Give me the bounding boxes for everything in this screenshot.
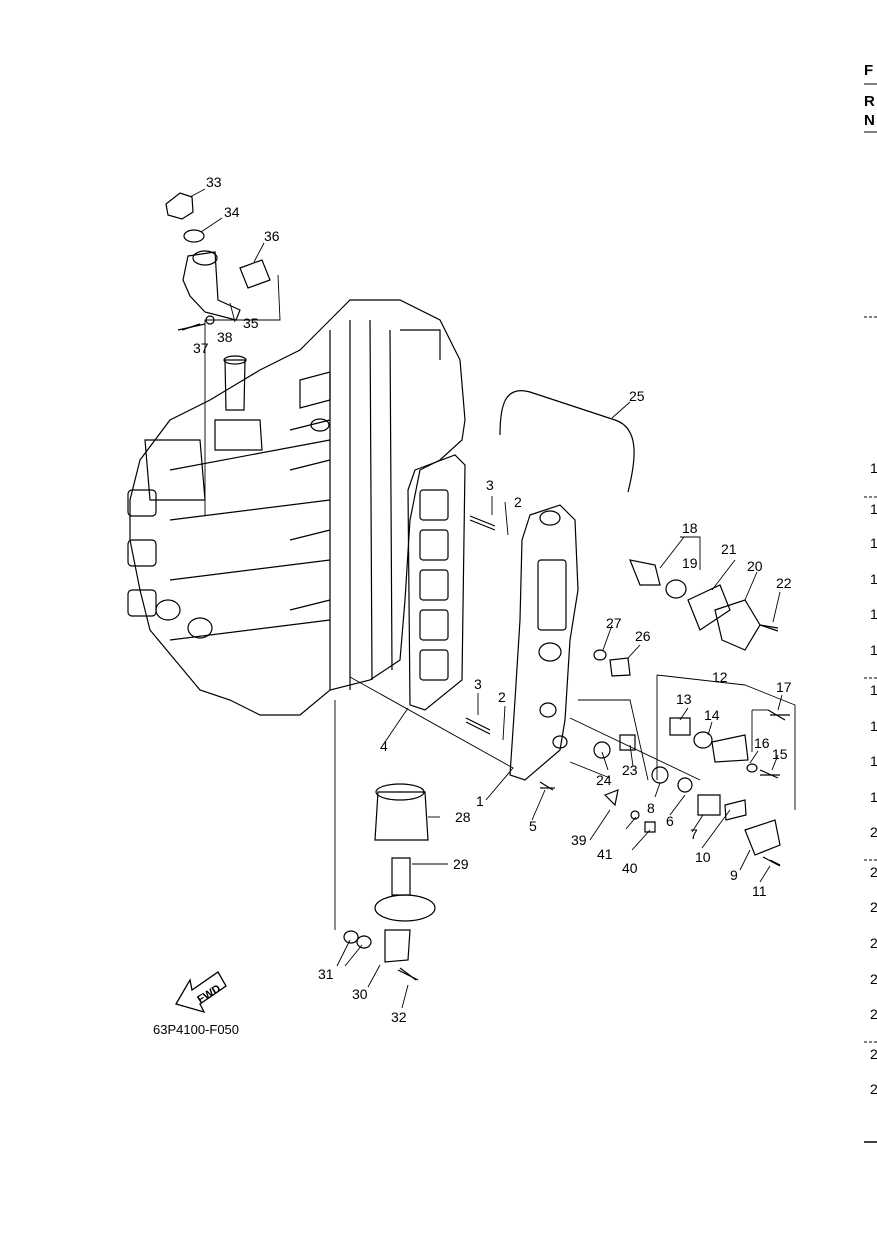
edge-digit: 1: [870, 718, 877, 734]
callout-27: 27: [606, 615, 622, 631]
callout-20: 20: [747, 558, 763, 574]
callout-8: 8: [647, 800, 655, 816]
callout-11: 11: [752, 883, 767, 899]
bolts: [181, 323, 786, 981]
callout-6: 6: [666, 813, 674, 829]
edge-digit: 2: [870, 971, 877, 987]
edge-letter-3: N: [864, 112, 875, 129]
callout-38: 38: [217, 329, 233, 345]
edge-digit: 1: [870, 682, 877, 698]
callout-36: 36: [264, 228, 280, 244]
callout-labels: 1 2 2 3 3 4 5 6 7 8 9 10 11 12 13 14 15 …: [193, 174, 792, 1025]
callout-29: 29: [453, 856, 469, 872]
callout-24: 24: [596, 772, 612, 788]
callout-9: 9: [730, 867, 738, 883]
edge-digit: 1: [870, 606, 877, 622]
callout-21: 21: [721, 541, 737, 557]
callout-17: 17: [776, 679, 792, 695]
edge-digit: 1: [870, 501, 877, 517]
figure-code: 63P4100-F050: [153, 1022, 239, 1037]
callout-5: 5: [529, 818, 537, 834]
leader-lines: [189, 188, 796, 1009]
edge-digit: 2: [870, 899, 877, 915]
callout-25: 25: [629, 388, 645, 404]
callout-14: 14: [704, 707, 720, 723]
callout-3-bottom: 3: [474, 676, 482, 692]
edge-letter-2: R: [864, 93, 875, 110]
callout-13: 13: [676, 691, 692, 707]
edge-digit: 1: [870, 571, 877, 587]
callout-1: 1: [476, 793, 484, 809]
edge-digit: 2: [870, 864, 877, 880]
cylinder-block: [127, 299, 466, 716]
callout-39: 39: [571, 832, 587, 848]
edge-digit: 1: [870, 535, 877, 551]
callout-23: 23: [622, 762, 638, 778]
callout-2-bottom: 2: [498, 689, 506, 705]
callout-10: 10: [695, 849, 711, 865]
callout-37: 37: [193, 340, 209, 356]
callout-15: 15: [772, 746, 788, 762]
callout-18: 18: [682, 520, 698, 536]
callout-12: 12: [712, 669, 728, 685]
edge-digit: 1: [870, 789, 877, 805]
edge-digit: 1: [870, 753, 877, 769]
callout-28: 28: [455, 809, 471, 825]
callout-4: 4: [380, 738, 388, 754]
callout-16: 16: [754, 735, 770, 751]
edge-digit: 2: [870, 935, 877, 951]
callout-3-top: 3: [486, 477, 494, 493]
adjacent-page-edge: F R N 1 1 1 1 1 1 1 1 1 1 2 2 2 2 2 2 2 …: [864, 62, 877, 1143]
callout-40: 40: [622, 860, 638, 876]
edge-digit: 1: [870, 642, 877, 658]
callout-22: 22: [776, 575, 792, 591]
callout-2-top: 2: [514, 494, 522, 510]
callout-32: 32: [391, 1009, 407, 1025]
callout-33: 33: [206, 174, 222, 190]
oil-filter-group: [343, 390, 635, 981]
callout-19: 19: [682, 555, 698, 571]
callout-26: 26: [635, 628, 651, 644]
callout-34: 34: [224, 204, 240, 220]
cover-plate: [509, 504, 579, 781]
fwd-label: FWD: [195, 983, 223, 1006]
edge-digit: 2: [870, 1081, 877, 1097]
edge-digit: 2: [870, 1046, 877, 1062]
edge-digit: 2: [870, 1006, 877, 1022]
callout-30: 30: [352, 986, 368, 1002]
edge-letter-1: F: [864, 62, 873, 79]
callout-41: 41: [597, 846, 613, 862]
cover-gasket: [407, 454, 466, 711]
callout-31: 31: [318, 966, 334, 982]
edge-digit: 2: [870, 824, 877, 840]
edge-digit: 1: [870, 460, 877, 476]
right-parts: [540, 559, 790, 866]
callout-35: 35: [243, 315, 259, 331]
callout-7: 7: [690, 826, 698, 842]
fwd-arrow: FWD: [175, 971, 227, 1014]
